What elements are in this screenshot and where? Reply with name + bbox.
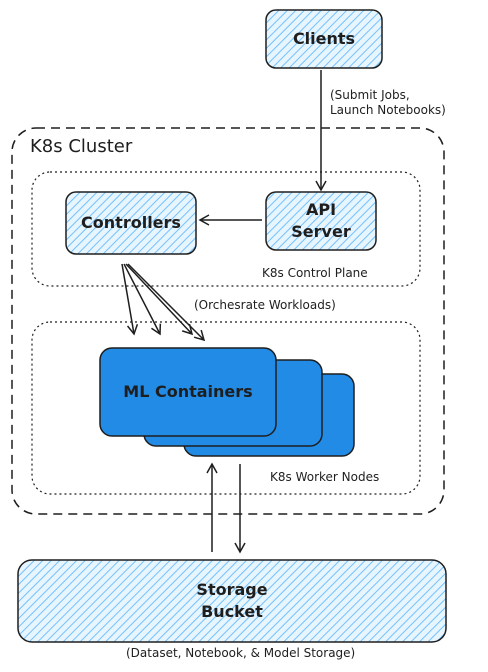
- clients-node: [265, 9, 383, 69]
- edge-controllers-to-workers: [121, 263, 206, 342]
- api-server-label: API Server: [291, 200, 351, 241]
- storage-note-label: (Dataset, Notebook, & Model Storage): [126, 646, 356, 660]
- cluster-label: K8s Cluster: [30, 136, 133, 157]
- clients-to-api-label: (Submit Jobs, Launch Notebooks): [330, 88, 446, 117]
- storage-bucket-node: [17, 559, 447, 643]
- controllers-label: Controllers: [81, 213, 181, 232]
- control-plane-boundary: [31, 171, 421, 287]
- storage-bucket-label: Storage Bucket: [196, 580, 268, 621]
- worker-nodes-label: K8s Worker Nodes: [270, 470, 380, 484]
- worker-nodes-boundary: [31, 321, 421, 495]
- cluster-boundary: [11, 127, 445, 515]
- control-plane-label: K8s Control Plane: [262, 266, 368, 280]
- orchestrate-label: (Orchesrate Workloads): [194, 298, 336, 312]
- ml-containers-label: ML Containers: [123, 382, 253, 401]
- ml-container-front: [99, 347, 277, 437]
- clients-label: Clients: [292, 29, 356, 48]
- controllers-node: [65, 191, 197, 255]
- api-server-node: [265, 191, 377, 251]
